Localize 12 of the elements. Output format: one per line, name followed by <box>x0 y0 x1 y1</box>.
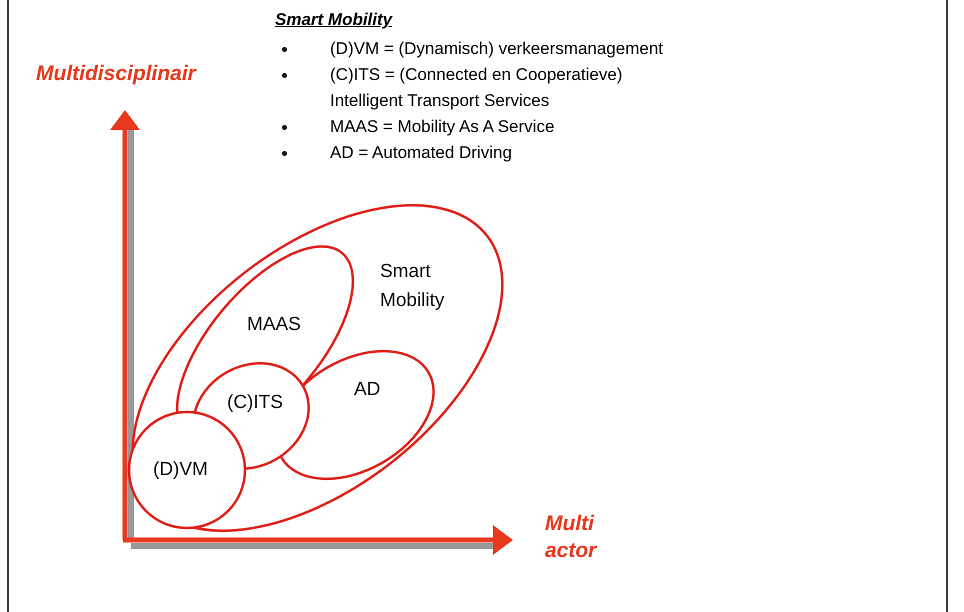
ellipse-label: (D)VM <box>153 459 208 481</box>
list-item: MAAS = Mobility As A Service <box>330 116 556 138</box>
heading: Smart Mobility <box>275 10 392 30</box>
ellipse-label: Smart Mobility <box>380 260 446 313</box>
list-item: (D)VM = (Dynamisch) verkeersmanagement <box>330 38 664 60</box>
ellipse-label: (C)ITS <box>227 392 283 414</box>
list-item: AD = Automated Driving <box>330 142 513 164</box>
ellipse-label: AD <box>354 379 380 401</box>
list-item: (C)ITS = (Connected en Cooperatieve) Intelligent Transport Services <box>330 64 624 112</box>
axis-label: Multi actor <box>545 511 598 564</box>
axis-label: Multidisciplinair <box>36 62 196 86</box>
ellipse-label: MAAS <box>247 314 301 336</box>
